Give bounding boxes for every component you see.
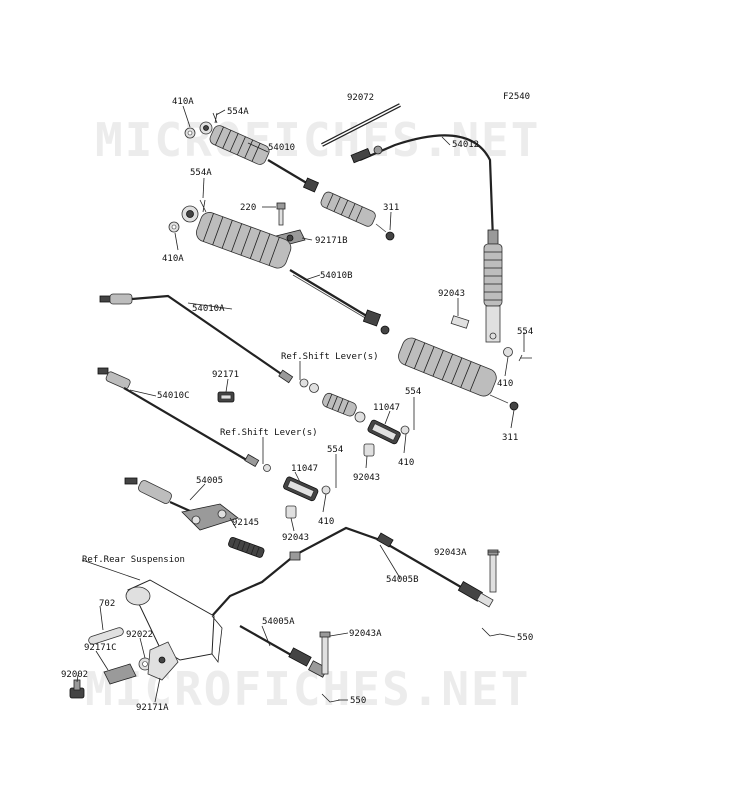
part-pin-92043-3	[285, 505, 297, 519]
label-11047-2: 11047	[291, 464, 318, 474]
label-92171A: 92171A	[136, 703, 169, 713]
part-spring-assembly-2	[263, 464, 337, 502]
label-92043-1: 92043	[438, 289, 465, 299]
part-washer-410-1	[503, 347, 513, 357]
label-220: 220	[240, 203, 256, 213]
label-550-2: 550	[350, 696, 366, 706]
label-92002: 92002	[61, 670, 88, 680]
part-spring-assembly-1	[299, 378, 366, 423]
label-ref-shift-lever-1: Ref.Shift Lever(s)	[281, 352, 379, 362]
label-92171: 92171	[212, 370, 239, 380]
label-92043-2: 92043	[353, 473, 380, 483]
part-pin-92043A-2	[319, 631, 331, 675]
part-pin-92043A-1	[487, 549, 499, 593]
part-washer-410A-1	[184, 127, 196, 139]
label-410-2: 410	[398, 458, 414, 468]
label-311-1: 311	[383, 203, 399, 213]
label-54005A: 54005A	[262, 617, 295, 627]
part-tie-strip-92072	[321, 103, 401, 147]
label-554-1: 554	[517, 327, 533, 337]
part-pin-554A-2	[199, 199, 207, 213]
label-92043A-2: 92043A	[349, 629, 382, 639]
label-410A-1: 410A	[172, 97, 194, 107]
label-54010: 54010	[268, 143, 295, 153]
label-92171C: 92171C	[84, 643, 117, 653]
part-clamp-92171	[217, 391, 235, 403]
label-54010B: 54010B	[320, 271, 353, 281]
part-cable-54010C	[97, 367, 260, 468]
label-54010A: 54010A	[192, 304, 225, 314]
part-rear-suspension-bracket	[125, 579, 223, 664]
leader-lines	[76, 105, 525, 703]
part-cable-54005B	[211, 526, 494, 617]
label-554A-2: 554A	[190, 168, 212, 178]
callout-labels: 410A 554A 92072 54010 54012 554A 220 311…	[61, 93, 533, 713]
part-bolt-220	[276, 202, 286, 226]
label-410A-2: 410A	[162, 254, 184, 264]
part-cable-54012	[350, 134, 503, 343]
part-spring-92145	[228, 536, 265, 558]
label-410-1: 410	[497, 379, 513, 389]
label-11047-1: 11047	[373, 403, 400, 413]
label-ref-shift-lever-2: Ref.Shift Lever(s)	[220, 428, 318, 438]
label-54005B: 54005B	[386, 575, 419, 585]
watermark-top: MICROFICHES.NET	[95, 113, 540, 167]
label-54005: 54005	[196, 476, 223, 486]
label-550-1: 550	[517, 633, 533, 643]
label-92145: 92145	[232, 518, 259, 528]
part-clip-550-1	[481, 627, 501, 637]
part-joint-11047-1	[367, 418, 415, 445]
part-cable-54010	[199, 121, 395, 241]
label-54012: 54012	[452, 140, 479, 150]
part-pin-92043-1	[450, 315, 470, 329]
label-554-3: 554	[327, 445, 343, 455]
part-cable-54010A	[99, 293, 294, 384]
label-702: 702	[99, 599, 115, 609]
figure-code: F2540	[503, 92, 530, 102]
part-plate-92171C	[103, 663, 137, 685]
label-554-2: 554	[405, 387, 421, 397]
part-pin-92043-2	[363, 443, 375, 457]
part-clip-550-2	[321, 693, 341, 703]
part-cable-54010B	[181, 205, 519, 411]
part-washer-410A-2	[168, 221, 180, 233]
label-410-3: 410	[318, 517, 334, 527]
part-bolt-92002	[69, 679, 85, 699]
label-92043-3: 92043	[282, 533, 309, 543]
part-bracket-92171A	[147, 641, 179, 681]
label-92072: 92072	[347, 93, 374, 103]
part-pin-702	[88, 627, 124, 645]
label-311-2: 311	[502, 433, 518, 443]
label-92043A-1: 92043A	[434, 548, 467, 558]
label-54010C: 54010C	[157, 391, 190, 401]
part-bracket-54005	[181, 503, 239, 531]
label-554A-1: 554A	[227, 107, 249, 117]
label-92171B: 92171B	[315, 236, 348, 246]
label-ref-rear-suspension: Ref.Rear Suspension	[82, 555, 185, 565]
part-pin-554-1	[518, 354, 532, 362]
label-92022: 92022	[126, 630, 153, 640]
